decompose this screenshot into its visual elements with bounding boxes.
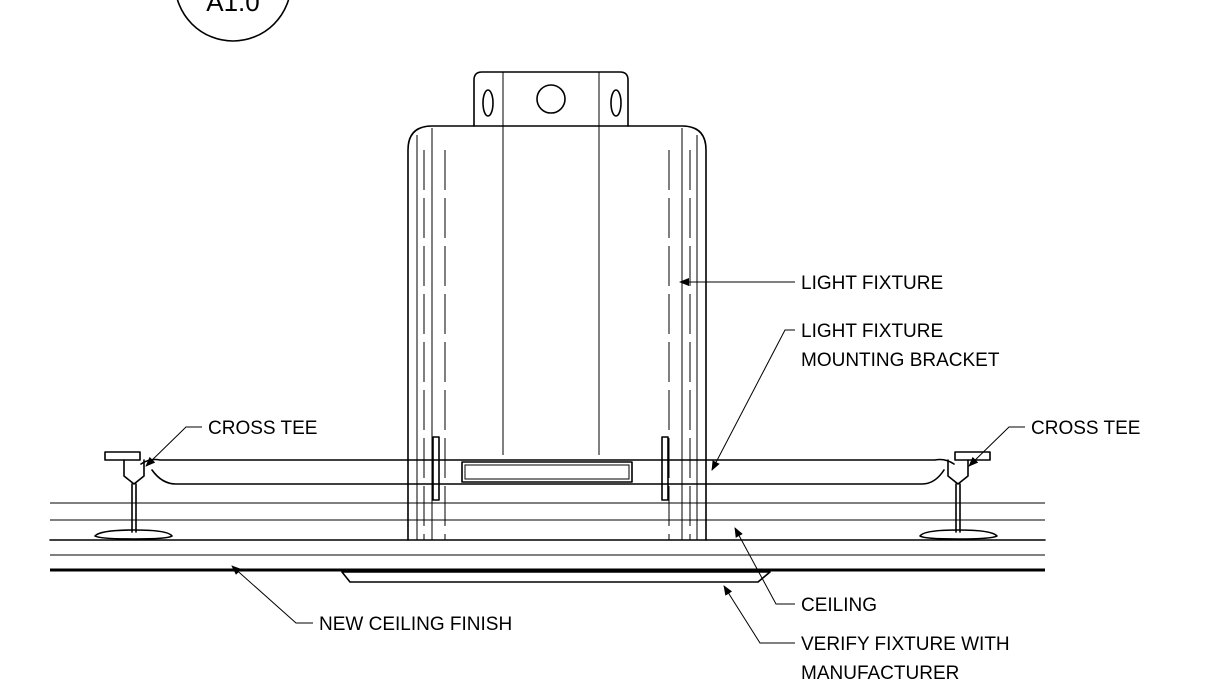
- label-light-fixture: LIGHT FIXTURE: [801, 273, 943, 294]
- callout-labels: LIGHT FIXTURE LIGHT FIXTURE MOUNTING BRA…: [208, 273, 1140, 684]
- leader-lines: [145, 278, 1025, 644]
- detail-reference-bubble: A1.0: [176, 0, 290, 42]
- label-verify-line2: MANUFACTURER: [801, 663, 959, 684]
- light-fixture-housing: [407, 125, 707, 541]
- label-new-ceiling-finish: NEW CEILING FINISH: [319, 614, 512, 635]
- ceiling-layers: [49, 502, 1046, 572]
- mounting-bracket: [140, 436, 955, 501]
- label-cross-tee-right: CROSS TEE: [1031, 418, 1140, 439]
- cross-tee-right: [919, 451, 998, 540]
- cross-tee-left: [94, 451, 173, 540]
- label-verify-line1: VERIFY FIXTURE WITH: [801, 634, 1010, 655]
- label-mounting-bracket-line1: LIGHT FIXTURE: [801, 321, 943, 342]
- fixture-trim: [341, 571, 771, 583]
- label-cross-tee-left: CROSS TEE: [208, 418, 317, 439]
- label-mounting-bracket-line2: MOUNTING BRACKET: [801, 350, 1000, 371]
- label-ceiling: CEILING: [801, 595, 877, 616]
- detail-reference-text: A1.0: [206, 0, 260, 17]
- junction-box: [473, 71, 629, 127]
